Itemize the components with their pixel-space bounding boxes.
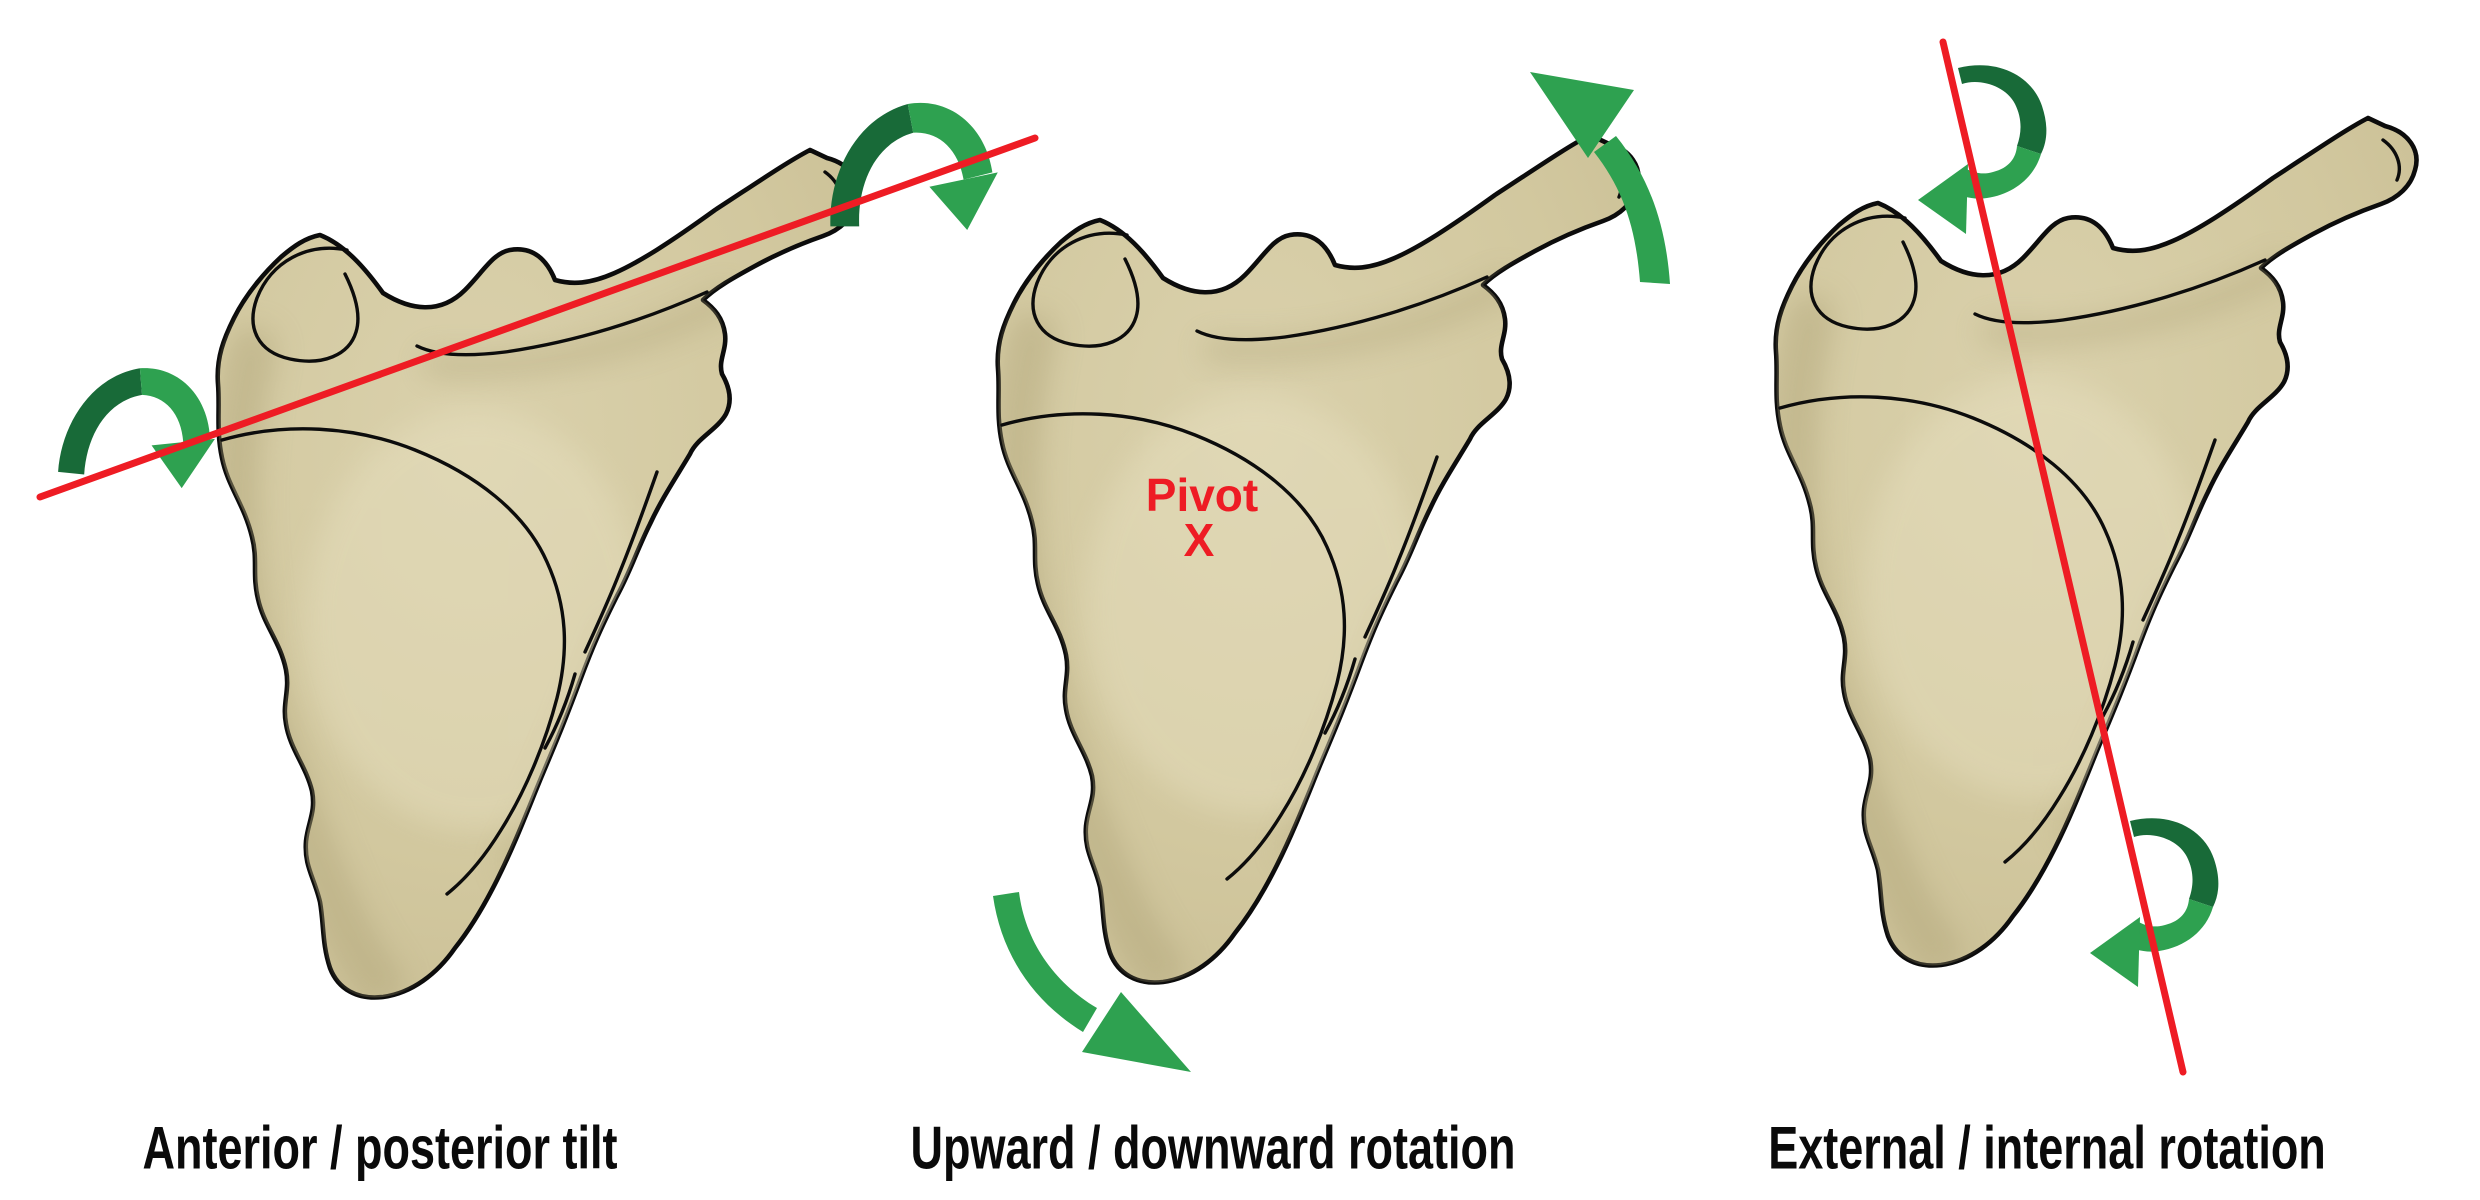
panel-external-internal-rotation	[1776, 65, 2417, 987]
upward-rotation-arrow	[1530, 72, 1670, 284]
tilt-arrow-right	[830, 102, 998, 230]
panel-anterior-posterior-tilt	[57, 102, 998, 998]
panel-upward-downward-rotation: Pivot X	[993, 72, 1670, 1072]
pivot-label: Pivot	[1146, 469, 1258, 521]
caption-anterior-posterior-tilt: Anterior / posterior tilt	[142, 1114, 618, 1182]
caption-external-internal-rotation: External / internal rotation	[1768, 1114, 2326, 1182]
tilt-arrow-left	[57, 359, 222, 492]
downward-rotation-arrow	[993, 892, 1191, 1072]
tilt-axis-red-line	[36, 134, 1039, 501]
pivot-marker: X	[1184, 514, 1215, 566]
caption-upward-downward-rotation: Upward / downward rotation	[910, 1114, 1516, 1182]
vertical-axis-red-line	[1939, 38, 2187, 1076]
